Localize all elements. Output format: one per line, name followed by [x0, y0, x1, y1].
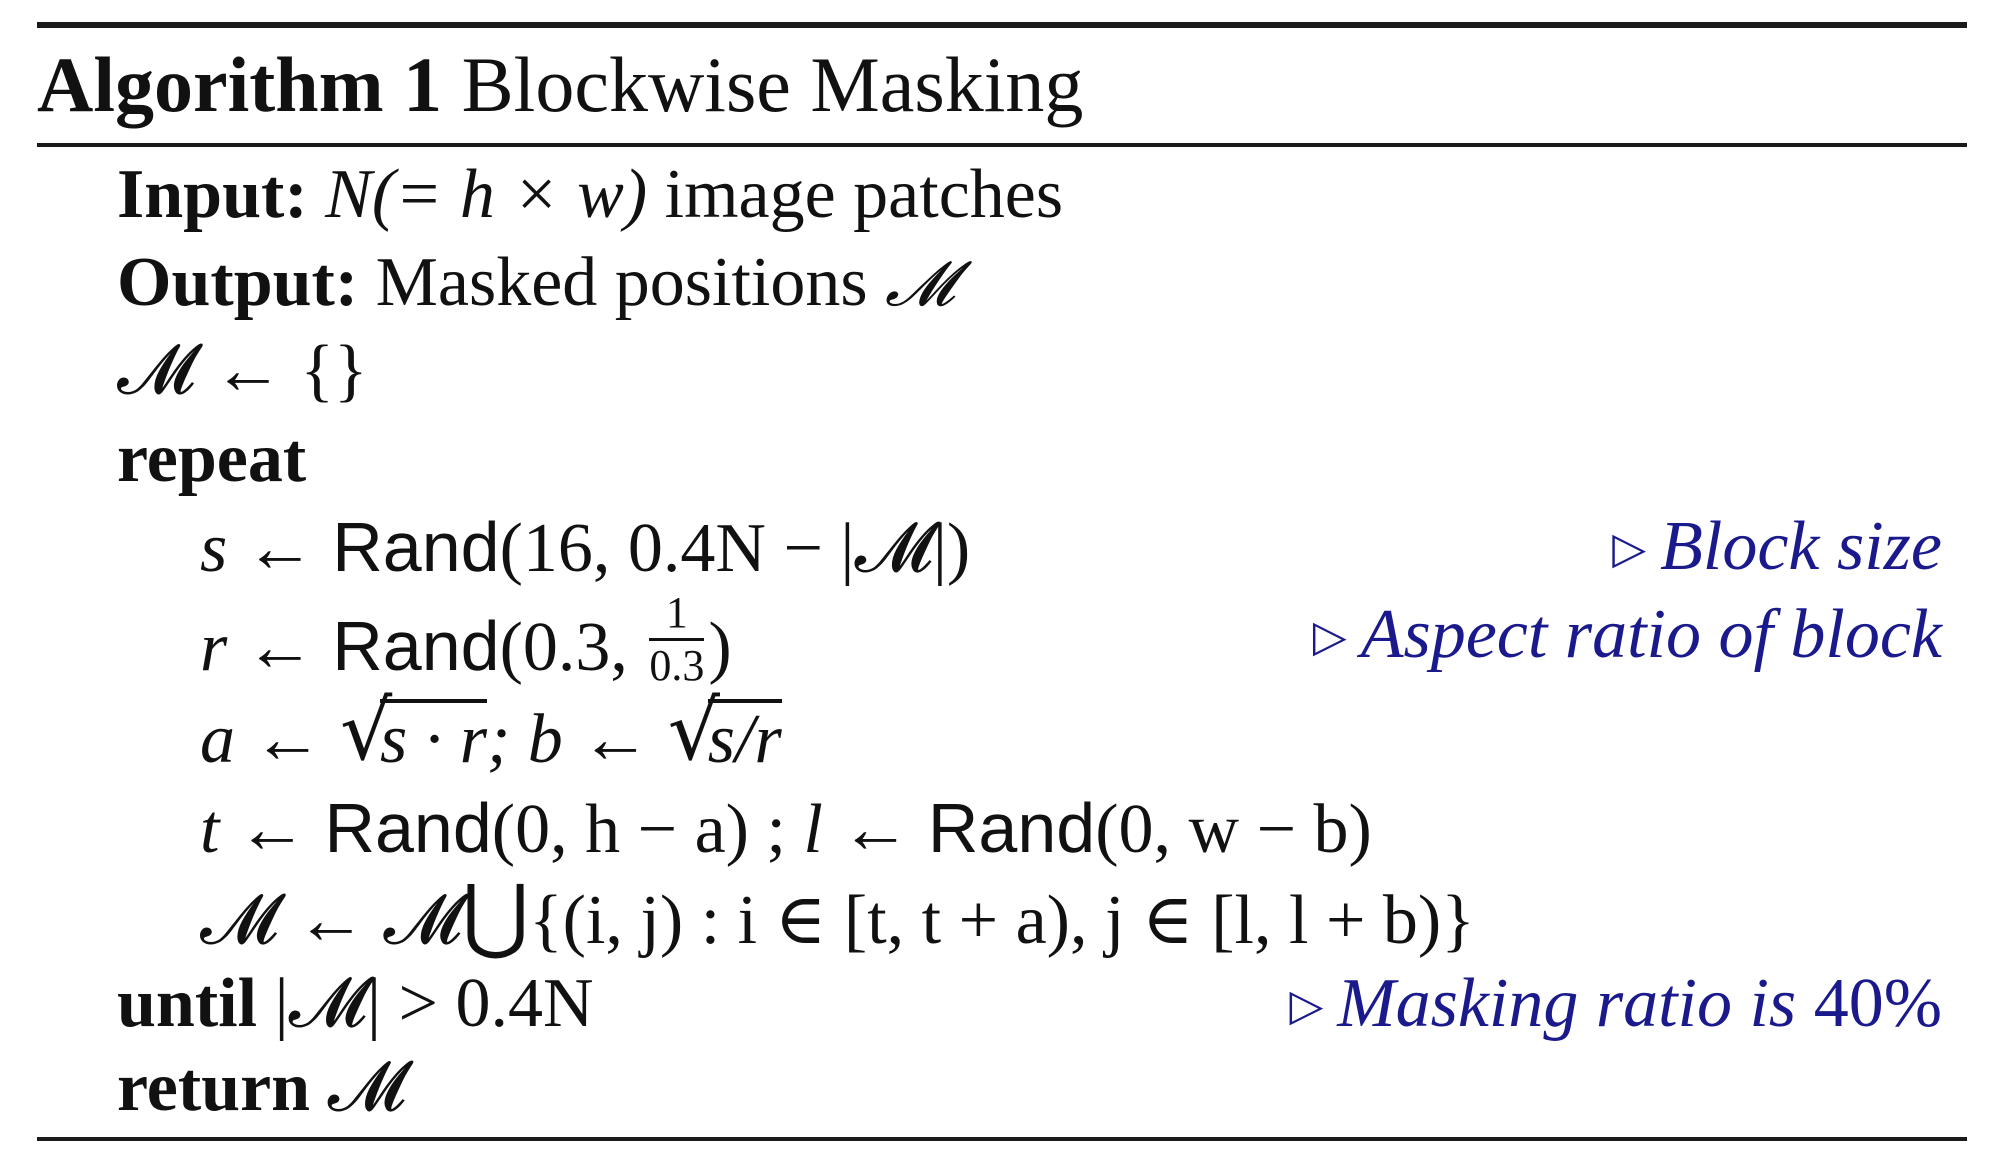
algorithm-title: Algorithm 1 Blockwise Masking	[37, 30, 1083, 140]
union-icon: ⋃	[461, 868, 530, 963]
r-fraction: 1 0.3	[649, 591, 705, 690]
input-text: image patches	[664, 156, 1064, 233]
t-lhs: t ←	[200, 791, 307, 868]
r-fraction-denominator: 0.3	[649, 641, 705, 690]
line-input: Input: N(= h × w) image patches	[0, 151, 2000, 239]
line-until: until |𝓜| > 0.4N ▷ Masking ratio is 40%	[0, 960, 2000, 1048]
algorithm-label: Algorithm 1	[37, 41, 443, 128]
comment-triangle-icon: ▷	[1289, 980, 1324, 1031]
init-expr: 𝓜 ← {}	[117, 332, 368, 409]
line-ab: a ← √s · r; b ← √s/r	[0, 688, 2000, 784]
l-rand: Rand	[927, 789, 1096, 867]
r-rand: Rand	[332, 607, 500, 685]
r-comment: ▷ Aspect ratio of block	[1313, 591, 1942, 681]
t-args: (0, h − a) ;	[491, 791, 786, 868]
bottom-rule	[37, 1137, 1967, 1141]
line-return: return 𝓜	[0, 1044, 2000, 1132]
until-comment-text: Masking ratio is	[1337, 965, 1797, 1042]
output-keyword: Output:	[117, 244, 359, 321]
until-comment: ▷ Masking ratio is 40%	[1289, 960, 1942, 1050]
until-comment-value: 40%	[1813, 965, 1942, 1042]
top-rule	[37, 22, 1967, 28]
line-union: 𝓜 ← 𝓜⋃{(i, j) : i ∈ [t, t + a), j ∈ [l, …	[0, 872, 2000, 960]
output-text: Masked positions	[375, 244, 868, 321]
line-r: r ← Rand(0.3, 1 0.3 ) ▷ Aspect ratio of b…	[0, 591, 2000, 688]
a-sqrt: √s · r	[340, 688, 487, 784]
repeat-keyword: repeat	[117, 420, 307, 497]
line-tl: t ← Rand(0, h − a) ; l ← Rand(0, w − b)	[0, 784, 2000, 872]
a-radicand: s · r	[380, 699, 487, 778]
r-lhs: r ←	[200, 609, 315, 686]
output-symbol: 𝓜	[885, 247, 955, 320]
t-rand: Rand	[324, 789, 492, 867]
title-rule	[37, 143, 1967, 147]
l-lhs: l ←	[803, 791, 911, 868]
a-lhs: a ←	[200, 701, 323, 778]
b-sqrt: √s/r	[668, 688, 782, 784]
return-keyword: return	[117, 1049, 311, 1126]
sqrt-sign-icon: √	[667, 684, 721, 779]
union-rhs: {(i, j) : i ∈ [t, t + a), j ∈ [l, l + b)…	[529, 882, 1475, 959]
input-keyword: Input:	[117, 156, 308, 233]
r-fraction-numerator: 1	[649, 591, 705, 641]
comment-triangle-icon: ▷	[1312, 611, 1347, 662]
line-s: s ← Rand(16, 0.4N − |𝓜|) ▷ Block size	[0, 503, 2000, 591]
algorithm-name: Blockwise Masking	[461, 41, 1084, 128]
line-repeat: repeat	[0, 415, 2000, 503]
until-keyword: until	[117, 965, 258, 1042]
until-expr: |𝓜| > 0.4N	[274, 965, 594, 1042]
comment-triangle-icon: ▷	[1612, 523, 1647, 574]
s-rand: Rand	[332, 508, 500, 586]
r-args-pre: (0.3,	[499, 609, 628, 686]
return-expr: 𝓜	[327, 1049, 407, 1126]
sqrt-sign-icon: √	[340, 684, 393, 779]
l-args: (0, w − b)	[1095, 791, 1372, 868]
r-args-post: )	[708, 609, 732, 686]
line-output: Output: Masked positions 𝓜	[0, 239, 2000, 327]
s-lhs: s ←	[200, 510, 315, 587]
union-lhs: 𝓜 ← 𝓜	[200, 882, 462, 959]
b-lhs: ; b ←	[486, 701, 651, 778]
input-expr: N(= h × w)	[325, 156, 648, 233]
b-radicand: s/r	[707, 699, 782, 778]
s-comment: ▷ Block size	[1612, 503, 1942, 593]
line-init: 𝓜 ← {}	[0, 327, 2000, 415]
s-comment-text: Block size	[1660, 508, 1942, 585]
s-args: (16, 0.4N − |𝓜|)	[499, 510, 971, 587]
r-comment-text: Aspect ratio of block	[1360, 596, 1942, 673]
